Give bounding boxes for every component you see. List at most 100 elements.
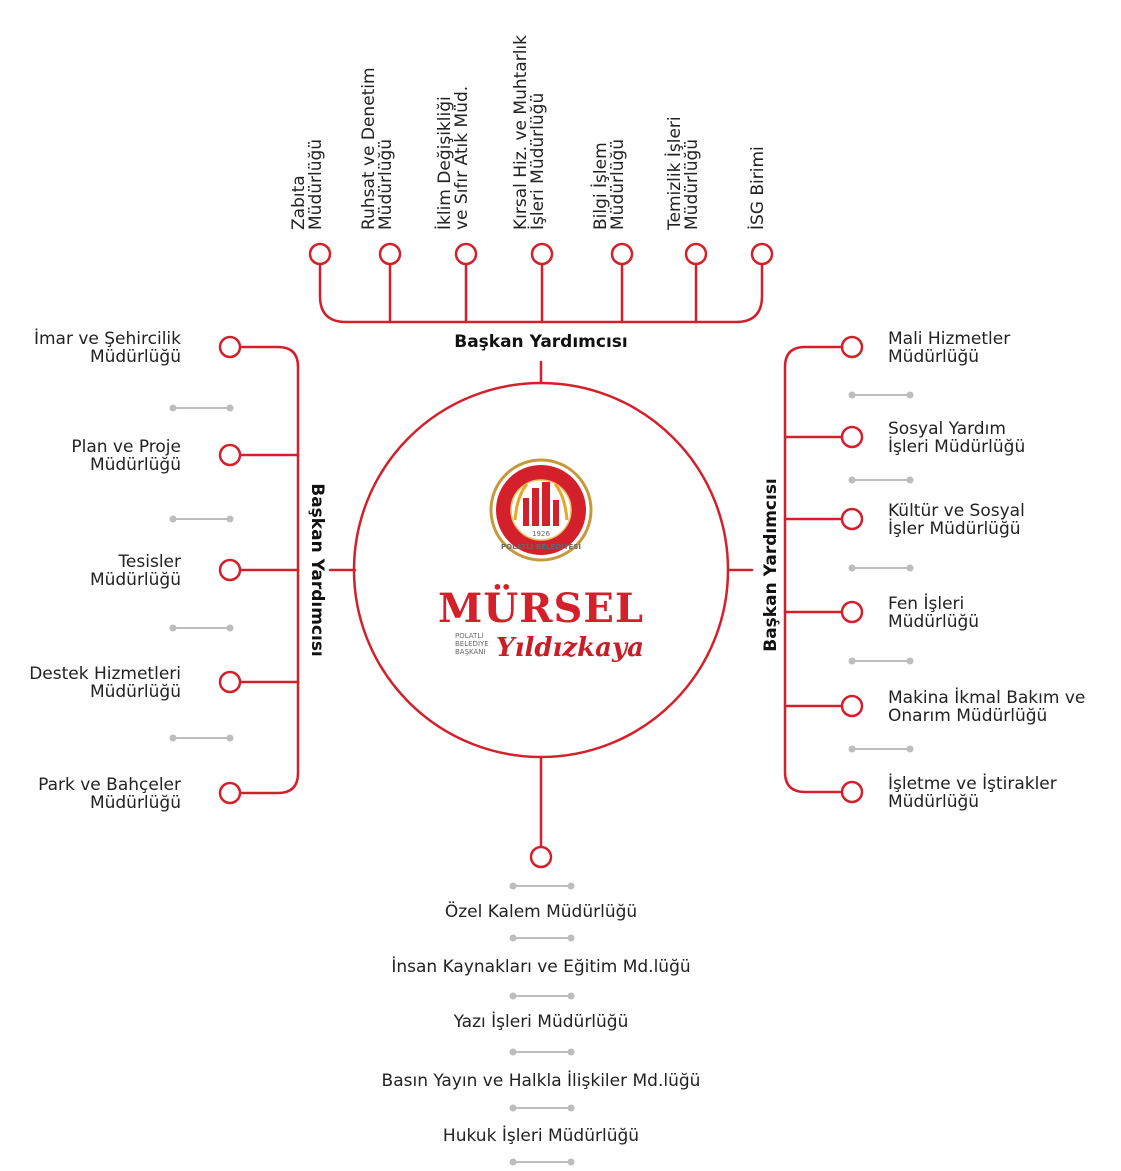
left-unit-label-line: Tesisler (117, 552, 181, 572)
gray-connector-dot (848, 476, 856, 484)
right-unit-label-line: İşletme ve İştirakler (888, 773, 1057, 794)
right-unit-node (840, 425, 864, 449)
left-vice-president-text: Başkan Yardımcısı (307, 483, 327, 657)
left-vice-president: Başkan Yardımcısı (307, 483, 327, 657)
gray-connector-dot (848, 745, 856, 753)
gray-connector-dot (906, 564, 914, 572)
gray-connector (509, 1158, 575, 1166)
gray-connector (169, 624, 234, 632)
gray-connector-dot (567, 1158, 575, 1166)
gray-connector-dot (567, 1048, 575, 1056)
gray-connector (848, 657, 914, 665)
top-unit-label-line: Temizlik İşleri (664, 116, 685, 231)
top-unit-node (684, 242, 708, 266)
right-unit-label-line: Müdürlüğü (888, 347, 979, 367)
right-unit-node (840, 335, 864, 359)
left-unit-label-line: Plan ve Proje (71, 437, 181, 457)
top-unit-label-line: Kırsal Hiz. ve Muhtarlık (511, 35, 531, 230)
right-unit-label-line: Mali Hizmetler (888, 329, 1010, 349)
right-unit-label-line: İşler Müdürlüğü (888, 518, 1021, 539)
left-unit-label-line: Müdürlüğü (90, 347, 181, 367)
gray-connector-dot (226, 734, 234, 742)
right-unit-label-line: Fen İşleri (888, 593, 964, 614)
mayor-surname: Yıldızkaya (496, 633, 644, 663)
mayor-title-line: BELEDİYE (455, 639, 489, 648)
gray-connector (509, 882, 575, 890)
center-circle (352, 381, 730, 759)
gray-connector-dot (509, 882, 517, 890)
bottom-unit-node (529, 845, 553, 869)
gray-connector-dot (848, 564, 856, 572)
gray-connector (169, 515, 234, 523)
gray-connector (848, 564, 914, 572)
gray-connector-dot (848, 657, 856, 665)
left-unit-label-line: Müdürlüğü (90, 570, 181, 590)
right-unit-node (840, 600, 864, 624)
bottom-unit-label: Özel Kalem Müdürlüğü (445, 900, 637, 922)
right-branch-bracket (783, 345, 842, 794)
seal-tower (553, 500, 559, 526)
right-unit-label-line: Kültür ve Sosyal (888, 501, 1025, 521)
gray-connector-dot (509, 1104, 517, 1112)
top-unit-label-line: İşleri Müdürlüğü (527, 93, 548, 230)
gray-connector-dot (169, 404, 177, 412)
mayor-title-line: BAŞKANI (455, 648, 486, 656)
top-unit-label-line: Müdürlüğü (306, 139, 326, 230)
right-unit-label-line: Müdürlüğü (888, 612, 979, 632)
gray-connector-dot (509, 1158, 517, 1166)
left-unit-label-line: Destek Hizmetleri (29, 664, 181, 684)
right-unit-node (840, 780, 864, 804)
top-unit-node (308, 242, 332, 266)
wheat-right (553, 483, 569, 521)
bottom-unit-label: İnsan Kaynakları ve Eğitim Md.lüğü (391, 956, 690, 977)
left-unit-node (218, 781, 242, 805)
gray-connector-dot (567, 934, 575, 942)
gray-connector-dot (169, 515, 177, 523)
gray-connector (848, 476, 914, 484)
top-unit-label-line: İklim Değişikliği (434, 96, 455, 230)
gray-connector-dot (906, 745, 914, 753)
gray-connector (509, 992, 575, 1000)
seal-year: 1926 (532, 530, 550, 538)
gray-connector-dot (169, 734, 177, 742)
top-unit-label-line: Ruhsat ve Denetim (359, 67, 379, 230)
gray-connector (509, 1104, 575, 1112)
left-unit-node (218, 670, 242, 694)
top-unit-node (750, 242, 774, 266)
right-unit-node (840, 507, 864, 531)
gray-connector (848, 391, 914, 399)
top-unit-label-line: Müdürlüğü (608, 139, 628, 230)
top-unit-label-line: Müdürlüğü (682, 139, 702, 230)
top-vice-president: Başkan Yardımcısı (454, 332, 628, 352)
left-unit-label-line: Müdürlüğü (90, 682, 181, 702)
right-unit-label-line: İşleri Müdürlüğü (888, 436, 1025, 457)
left-unit-node (218, 443, 242, 467)
gray-connector-dot (567, 992, 575, 1000)
seal-tower (532, 488, 539, 526)
gray-connector-dot (509, 992, 517, 1000)
seal-tower (542, 482, 550, 526)
municipality-seal (489, 458, 593, 562)
gray-connector-dot (906, 657, 914, 665)
left-unit-node (218, 335, 242, 359)
left-unit-label-line: Müdürlüğü (90, 455, 181, 475)
right-vice-president: Başkan Yardımcısı (761, 478, 781, 652)
top-unit-node (454, 242, 478, 266)
top-unit-label-line: ve Sıfır Atık Müd. (452, 86, 472, 230)
right-unit-label-line: Sosyal Yardım (888, 419, 1006, 439)
top-unit-label-line: Zabıta (289, 175, 309, 230)
bottom-unit-label: Hukuk İşleri Müdürlüğü (443, 1125, 639, 1146)
gray-connector-dot (509, 1048, 517, 1056)
right-unit-node (840, 694, 864, 718)
right-unit-label-line: Müdürlüğü (888, 792, 979, 812)
gray-connector (509, 1048, 575, 1056)
gray-connector (169, 734, 234, 742)
seal-text: POLATLI BELEDİYESİ (501, 542, 581, 551)
gray-connector-dot (567, 882, 575, 890)
gray-connector-dot (226, 404, 234, 412)
